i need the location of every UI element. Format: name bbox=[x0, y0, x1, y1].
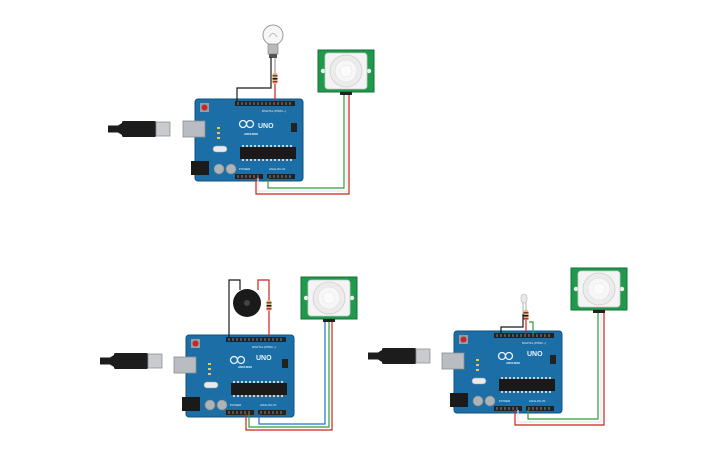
resistor bbox=[523, 310, 529, 320]
digital-header-label: DIGITAL (PWM ~) bbox=[252, 345, 276, 349]
board-brand-label: ARDUINO bbox=[238, 365, 253, 369]
piezo-buzzer[interactable] bbox=[233, 289, 261, 317]
board-model-label: UNO bbox=[256, 355, 272, 362]
led[interactable] bbox=[520, 293, 528, 314]
board-brand-label: ARDUINO bbox=[506, 361, 521, 365]
board-brand-label: ARDUINO bbox=[244, 132, 259, 136]
analog-header-label: ANALOG IN bbox=[529, 399, 545, 403]
wires bbox=[500, 313, 605, 426]
analog-header-label: ANALOG IN bbox=[269, 167, 285, 171]
pir-bulb-circuit: UNO ARDUINO DIGITAL (PWM ~) POWER ANALOG… bbox=[107, 24, 375, 195]
pir-sensor[interactable] bbox=[300, 276, 358, 323]
analog-header-label: ANALOG IN bbox=[260, 403, 276, 407]
usb-cable bbox=[107, 120, 171, 138]
digital-header-label: DIGITAL (PWM ~) bbox=[262, 109, 286, 113]
arduino-uno-board[interactable]: UNO ARDUINO DIGITAL (PWM ~) POWER ANALOG… bbox=[173, 334, 295, 418]
arduino-uno-board[interactable]: UNO ARDUINO DIGITAL (PWM ~) POWER ANALOG… bbox=[441, 330, 563, 414]
resistor bbox=[272, 58, 278, 84]
usb-cable bbox=[367, 347, 431, 365]
wires bbox=[228, 279, 333, 431]
pir-sensor[interactable] bbox=[317, 49, 375, 96]
pir-led-circuit: UNO ARDUINO DIGITAL (PWM ~) POWER ANALOG… bbox=[367, 267, 628, 426]
resistor bbox=[266, 300, 272, 311]
power-header-label: POWER bbox=[499, 399, 511, 403]
light-bulb[interactable] bbox=[262, 24, 284, 58]
power-header-label: POWER bbox=[230, 403, 242, 407]
power-header-label: POWER bbox=[239, 167, 251, 171]
board-model-label: UNO bbox=[258, 123, 274, 130]
wires bbox=[236, 57, 350, 195]
pir-sensor[interactable] bbox=[570, 267, 628, 314]
arduino-uno-board[interactable]: UNO ARDUINO DIGITAL (PWM ~) POWER ANALOG… bbox=[182, 98, 304, 182]
digital-header-label: DIGITAL (PWM ~) bbox=[522, 341, 546, 345]
board-model-label: UNO bbox=[527, 351, 543, 358]
usb-cable bbox=[99, 352, 163, 370]
pir-buzzer-circuit: UNO ARDUINO DIGITAL (PWM ~) POWER ANALOG… bbox=[99, 276, 358, 431]
